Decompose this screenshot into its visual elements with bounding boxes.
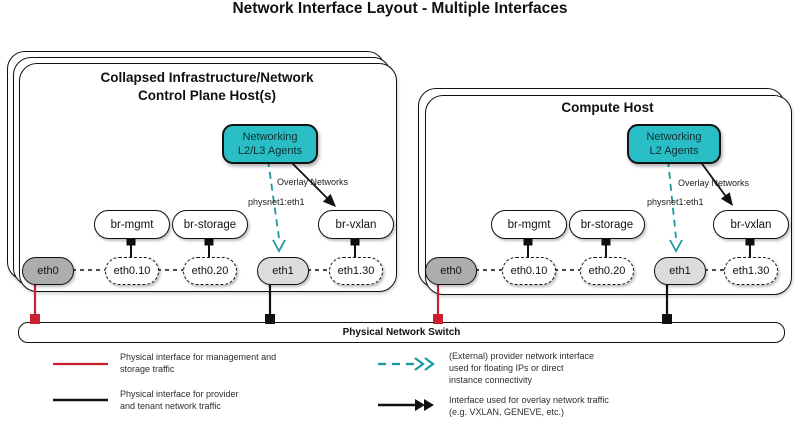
legend-provider-line1: Physical interface for provider (120, 389, 239, 399)
compute-host-title-line1: Compute Host (561, 100, 654, 115)
legend-black-arrow-swatch (378, 399, 434, 411)
left-agents-line1: Networking (242, 131, 298, 143)
legend-mgmt-line1: Physical interface for management and (120, 352, 277, 362)
control-plane-host-title-line1: Collapsed Infrastructure/Network (100, 70, 314, 85)
legend-overlay-line1: Interface used for overlay network traff… (449, 395, 609, 405)
right-agents-line1: Networking (646, 131, 702, 143)
left-iface-eth1: eth1 (257, 257, 309, 285)
control-plane-host-title: Collapsed Infrastructure/Network Control… (19, 69, 395, 105)
left-physnet-label: physnet1:eth1 (248, 197, 305, 207)
right-agents-line2: L2 Agents (649, 145, 699, 157)
right-iface-eth1-30: eth1.30 (724, 257, 778, 285)
right-bridge-br-storage: br-storage (569, 210, 645, 239)
physical-network-switch-bar: Physical Network Switch (18, 322, 785, 343)
left-bridge-br-storage: br-storage (172, 210, 248, 239)
control-plane-host-title-line2: Control Plane Host(s) (137, 88, 276, 103)
legend-item-mgmt-storage: Physical interface for management and st… (120, 351, 276, 375)
left-bridge-br-vxlan: br-vxlan (318, 210, 394, 239)
left-overlay-networks-label: Overlay Networks (277, 177, 349, 187)
right-iface-eth0: eth0 (425, 257, 477, 285)
legend-item-external-provider: (External) provider network interface us… (449, 350, 594, 386)
legend-mgmt-line2: storage traffic (120, 364, 175, 374)
legend-teal-dashed-arrow-swatch (378, 357, 435, 371)
right-iface-eth1: eth1 (654, 257, 706, 285)
right-iface-eth0-20: eth0.20 (580, 257, 634, 285)
left-iface-eth0: eth0 (22, 257, 74, 285)
legend-provider-line2: and tenant network traffic (120, 401, 221, 411)
left-agents-line2: L2/L3 Agents (237, 145, 303, 157)
left-networking-agents-box: Networking L2/L3 Agents (222, 124, 318, 164)
left-iface-eth1-30: eth1.30 (329, 257, 383, 285)
right-overlay-networks-label: Overlay Networks (678, 178, 750, 188)
legend-external-line3: instance connectivity (449, 375, 533, 385)
right-bridge-br-vxlan: br-vxlan (713, 210, 789, 239)
diagram-title: Network Interface Layout - Multiple Inte… (232, 0, 568, 17)
left-iface-eth0-20: eth0.20 (183, 257, 237, 285)
legend-item-provider-tenant: Physical interface for provider and tena… (120, 388, 239, 412)
right-bridge-br-mgmt: br-mgmt (491, 210, 567, 239)
right-networking-agents-box: Networking L2 Agents (627, 124, 721, 164)
right-physnet-label: physnet1:eth1 (647, 197, 704, 207)
legend-overlay-line2: (e.g. VXLAN, GENEVE, etc.) (449, 407, 565, 417)
control-plane-host-box (19, 63, 397, 292)
legend-external-line2: used for floating IPs or direct (449, 363, 564, 373)
right-iface-eth0-10: eth0.10 (502, 257, 556, 285)
legend-external-line1: (External) provider network interface (449, 351, 595, 361)
physical-network-switch-label: Physical Network Switch (342, 327, 461, 338)
compute-host-title: Compute Host (425, 99, 790, 117)
legend-item-overlay-traffic: Interface used for overlay network traff… (449, 394, 609, 418)
left-iface-eth0-10: eth0.10 (105, 257, 159, 285)
left-bridge-br-mgmt: br-mgmt (94, 210, 170, 239)
